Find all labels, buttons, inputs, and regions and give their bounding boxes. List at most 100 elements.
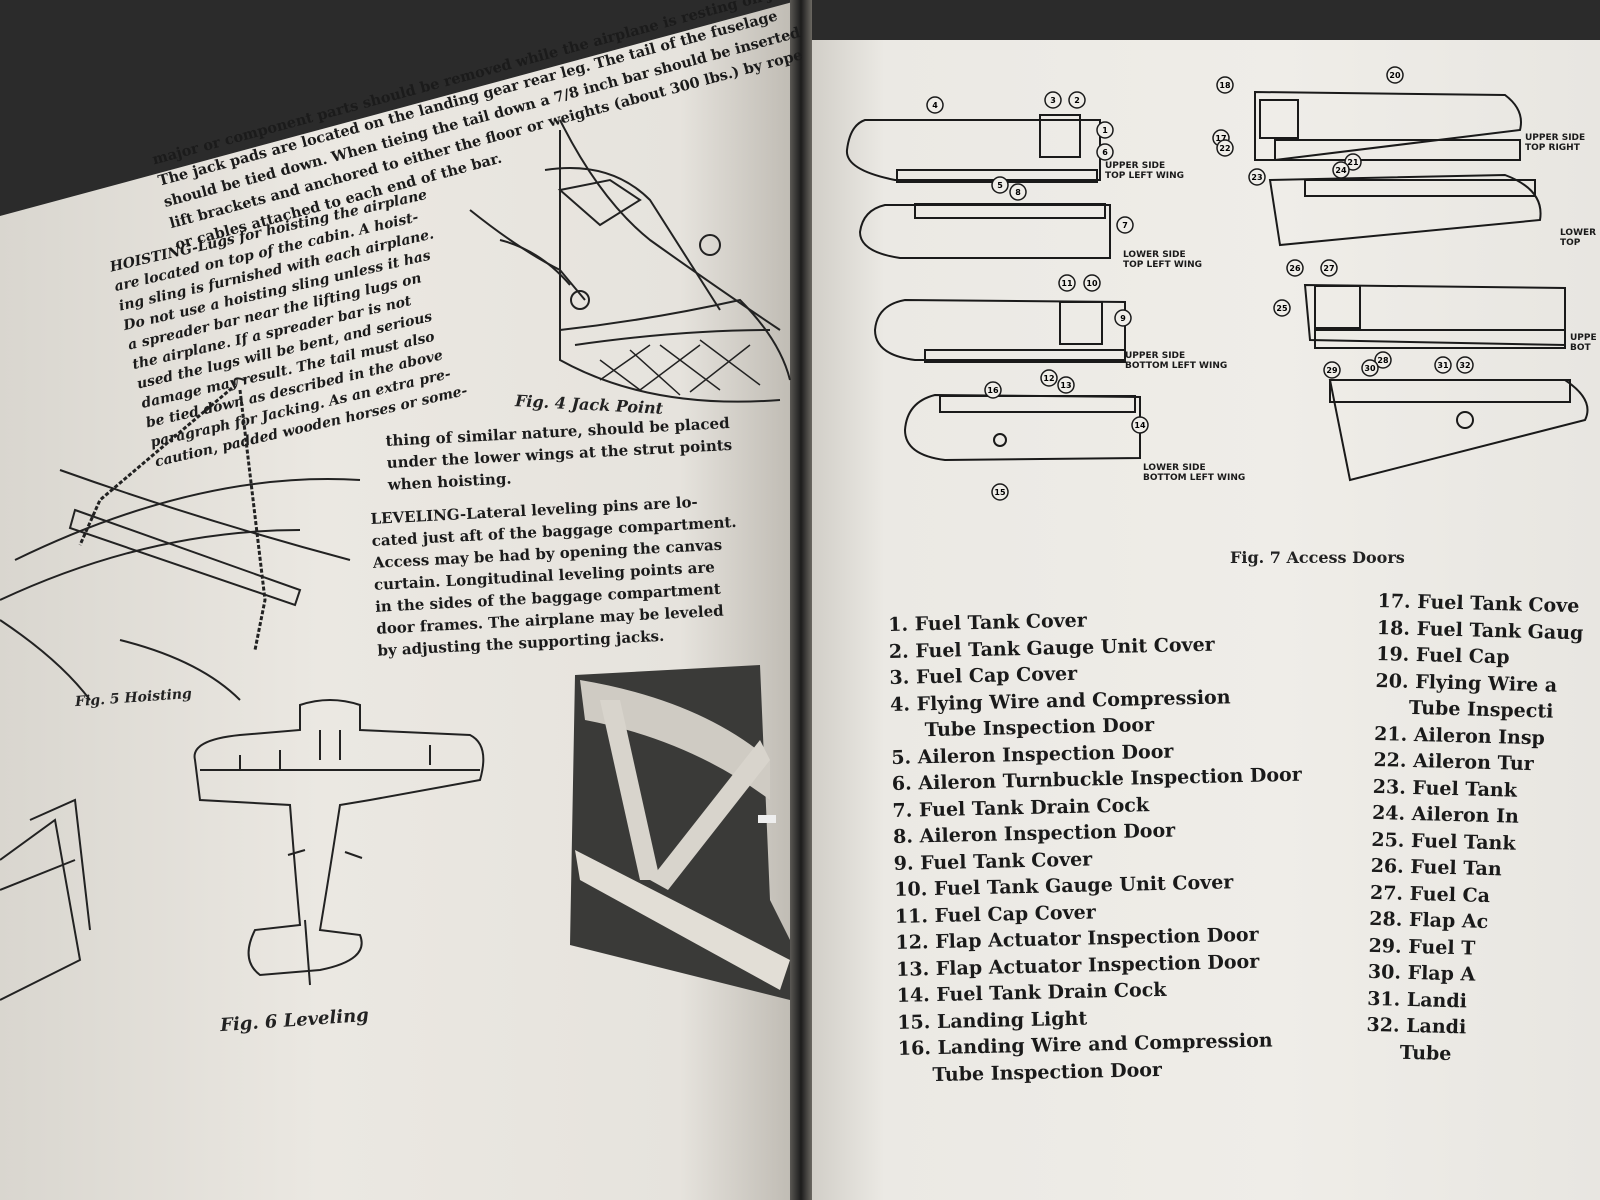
label-upper-top-right-1: UPPER SIDE: [1525, 133, 1585, 143]
wing-lower-bottom-left: [903, 393, 1141, 462]
callout-marker: 16: [984, 381, 1002, 399]
callout-marker: 21: [1344, 153, 1362, 171]
legend-text-continued: Tube: [1399, 1041, 1452, 1065]
legend-text: Landing Wire and Compression: [937, 1029, 1273, 1059]
legend-text: Flap Ac: [1408, 908, 1489, 933]
legend-number: 6.: [891, 772, 912, 795]
callout-marker: 14: [1131, 416, 1149, 434]
legend-number: 10.: [894, 878, 928, 901]
callout-marker: 6: [1096, 143, 1114, 161]
legend-number: 16.: [897, 1037, 932, 1060]
left-page: [0, 0, 800, 1200]
legend-number: 11.: [894, 904, 929, 928]
callout-marker: 20: [1386, 66, 1404, 84]
callout-marker: 26: [1286, 259, 1304, 277]
callout-number: 1: [1102, 126, 1108, 135]
callout-number: 11: [1061, 279, 1073, 288]
legend-text: Fuel Cap: [1415, 644, 1510, 669]
legend-number: 13.: [895, 957, 930, 981]
legend-text: Fuel Tank: [1410, 829, 1516, 855]
legend-text: Fuel Tank Gauge Unit Cover: [915, 633, 1215, 662]
callout-marker: 12: [1040, 369, 1058, 387]
callout-marker: 11: [1058, 274, 1076, 292]
legend-number: 24.: [1371, 801, 1406, 825]
callout-number: 17: [1215, 134, 1226, 143]
callout-number: 29: [1326, 366, 1338, 375]
callout-number: 6: [1102, 148, 1108, 157]
label-upper-top-left-1: UPPER SIDE: [1105, 161, 1165, 171]
callout-number: 10: [1086, 279, 1098, 288]
label-lower-top-right-1: LOWER: [1560, 228, 1596, 238]
legend-text: Fuel Tank Cover: [919, 847, 1093, 874]
legend-text: Fuel Tank Gaug: [1416, 617, 1584, 644]
wing-upper-top-right: [1254, 90, 1522, 161]
legend-text: Aileron Inspection Door: [919, 819, 1176, 848]
callout-marker: 28: [1374, 351, 1392, 369]
legend-number: 31.: [1366, 987, 1401, 1011]
legend-text: Fuel Tank Gauge Unit Cover: [933, 871, 1234, 901]
legend-text: Fuel Tank Drain Cock: [918, 793, 1150, 821]
legend-number: 2.: [888, 640, 909, 663]
legend-number: 1.: [888, 613, 909, 636]
legend-number: 7.: [892, 799, 913, 822]
callout-marker: 9: [1114, 309, 1132, 327]
legend-text: Fuel Tank: [1412, 776, 1518, 802]
legend-text: Fuel T: [1408, 935, 1476, 960]
legend-text: Aileron In: [1411, 802, 1520, 828]
label-upper-top-right-2: TOP RIGHT: [1525, 143, 1581, 153]
label-lower-bottom-left-1: LOWER SIDE: [1143, 463, 1206, 473]
callout-marker: 3: [1044, 91, 1062, 109]
wing-lower-top-right: [1268, 173, 1542, 247]
legend-text: Flap Actuator Inspection Door: [934, 923, 1259, 954]
legend-number: 25.: [1371, 828, 1405, 852]
legend-number: 21.: [1373, 722, 1408, 746]
legend-number: 15.: [897, 1010, 931, 1034]
legend-text: Fuel Ca: [1409, 882, 1491, 907]
legend-text: Fuel Tank Drain Cock: [936, 978, 1167, 1006]
legend-number: 28.: [1369, 907, 1403, 931]
callout-markers: 1234567891011121314151617182021222324252…: [926, 66, 1474, 501]
callout-number: 2: [1074, 96, 1080, 105]
label-upper-bottom-right-2: BOT: [1570, 343, 1592, 353]
callout-marker: 5: [991, 176, 1009, 194]
callout-marker: 32: [1456, 356, 1474, 374]
legend-text: Flying Wire a: [1414, 670, 1558, 697]
right-page: [805, 40, 1600, 1200]
callout-marker: 2: [1068, 91, 1086, 109]
label-lower-top-left-1: LOWER SIDE: [1123, 250, 1186, 260]
legend-number: 32.: [1366, 1013, 1400, 1037]
legend-number: 26.: [1370, 854, 1405, 878]
left-illustrations: [193, 119, 791, 1000]
fig4-jack-point-drawing: [469, 119, 791, 403]
fig7-access-doors-diagram: 1234567891011121314151617182021222324252…: [845, 66, 1597, 501]
callout-number: 7: [1122, 221, 1128, 230]
callout-number: 20: [1389, 71, 1401, 80]
callout-marker: 8: [1009, 183, 1027, 201]
callout-number: 3: [1050, 96, 1056, 105]
callout-number: 26: [1289, 264, 1301, 273]
callout-marker: 31: [1434, 356, 1452, 374]
legend-number: 23.: [1372, 775, 1407, 799]
legend-number: 27.: [1369, 881, 1404, 905]
label-upper-top-left-2: TOP LEFT WING: [1105, 171, 1184, 181]
legend-text: Aileron Inspection Door: [917, 740, 1174, 768]
wing-lower-bottom-right: [1328, 379, 1589, 482]
callout-number: 30: [1364, 364, 1376, 373]
callout-number: 31: [1437, 361, 1449, 370]
callout-marker: 1: [1096, 121, 1114, 139]
callout-number: 4: [932, 101, 938, 110]
callout-marker: 23: [1248, 168, 1266, 186]
legend-text: Fuel Tank Cover: [914, 609, 1088, 636]
callout-number: 18: [1219, 81, 1231, 90]
legend-number: 3.: [889, 666, 910, 689]
label-lower-bottom-left-2: BOTTOM LEFT WING: [1143, 473, 1245, 483]
callout-marker: 25: [1273, 299, 1291, 317]
callout-number: 28: [1377, 356, 1389, 365]
legend-number: 20.: [1375, 669, 1409, 693]
callout-marker: 7: [1116, 216, 1134, 234]
fig6-leveling-drawing: [193, 699, 485, 986]
legend-number: 14.: [896, 984, 931, 1007]
callout-number: 13: [1060, 381, 1071, 390]
